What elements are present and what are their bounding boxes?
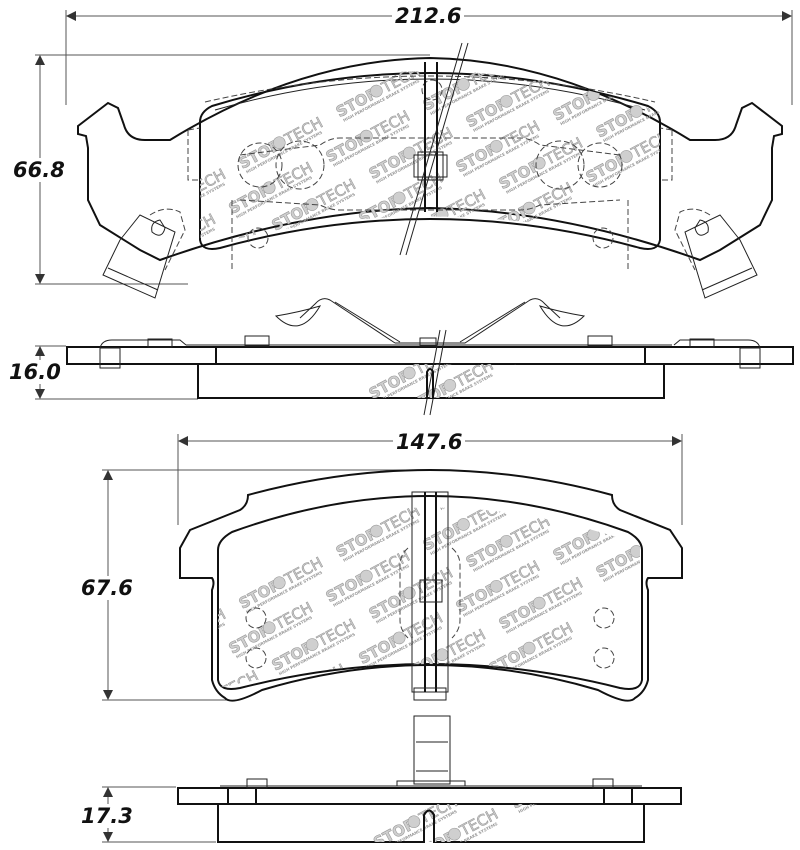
arrow-left-icon [178,436,188,446]
arrow-up-icon [103,787,113,797]
dimension-label-width-top: 212.6 [392,4,465,28]
watermark-pattern [369,804,601,842]
backing-plate-outline [179,468,683,702]
dimension-thickness-16-0 [35,345,198,400]
dimension-label-thickness-top: 16.0 [6,360,64,384]
pad-2-front-view [102,434,683,702]
spring-clip [299,298,561,344]
pad-1-front-view [35,10,793,299]
arrow-down-icon [103,832,113,842]
wear-indicator-clip [399,491,461,701]
dimension-label-thickness-bottom: 17.3 [78,804,136,828]
backing-plate-outline [77,56,783,262]
friction-material-outline [199,72,661,250]
arrow-down-icon [103,690,113,700]
arrow-up-icon [35,55,45,65]
arrow-down-icon [35,389,45,399]
dimension-label-height-top: 66.8 [10,158,68,182]
arrow-left-icon [66,11,76,21]
arrow-up-icon [103,470,113,480]
arrow-up-icon [35,346,45,356]
pad-1-side-view [35,298,794,416]
dimension-label-height-bottom: 67.6 [78,576,136,600]
watermark-pattern [268,364,596,398]
arrow-down-icon [35,274,45,284]
arrow-right-icon [782,11,792,21]
abutment-clip-right [674,208,758,299]
friction-material-outline [217,495,643,690]
dimension-label-width-bottom: 147.6 [393,430,466,454]
abutment-clip-left [102,208,186,299]
arrow-right-icon [672,436,682,446]
dimension-height-66-8 [35,54,430,285]
pad-2-side-view [102,715,682,843]
